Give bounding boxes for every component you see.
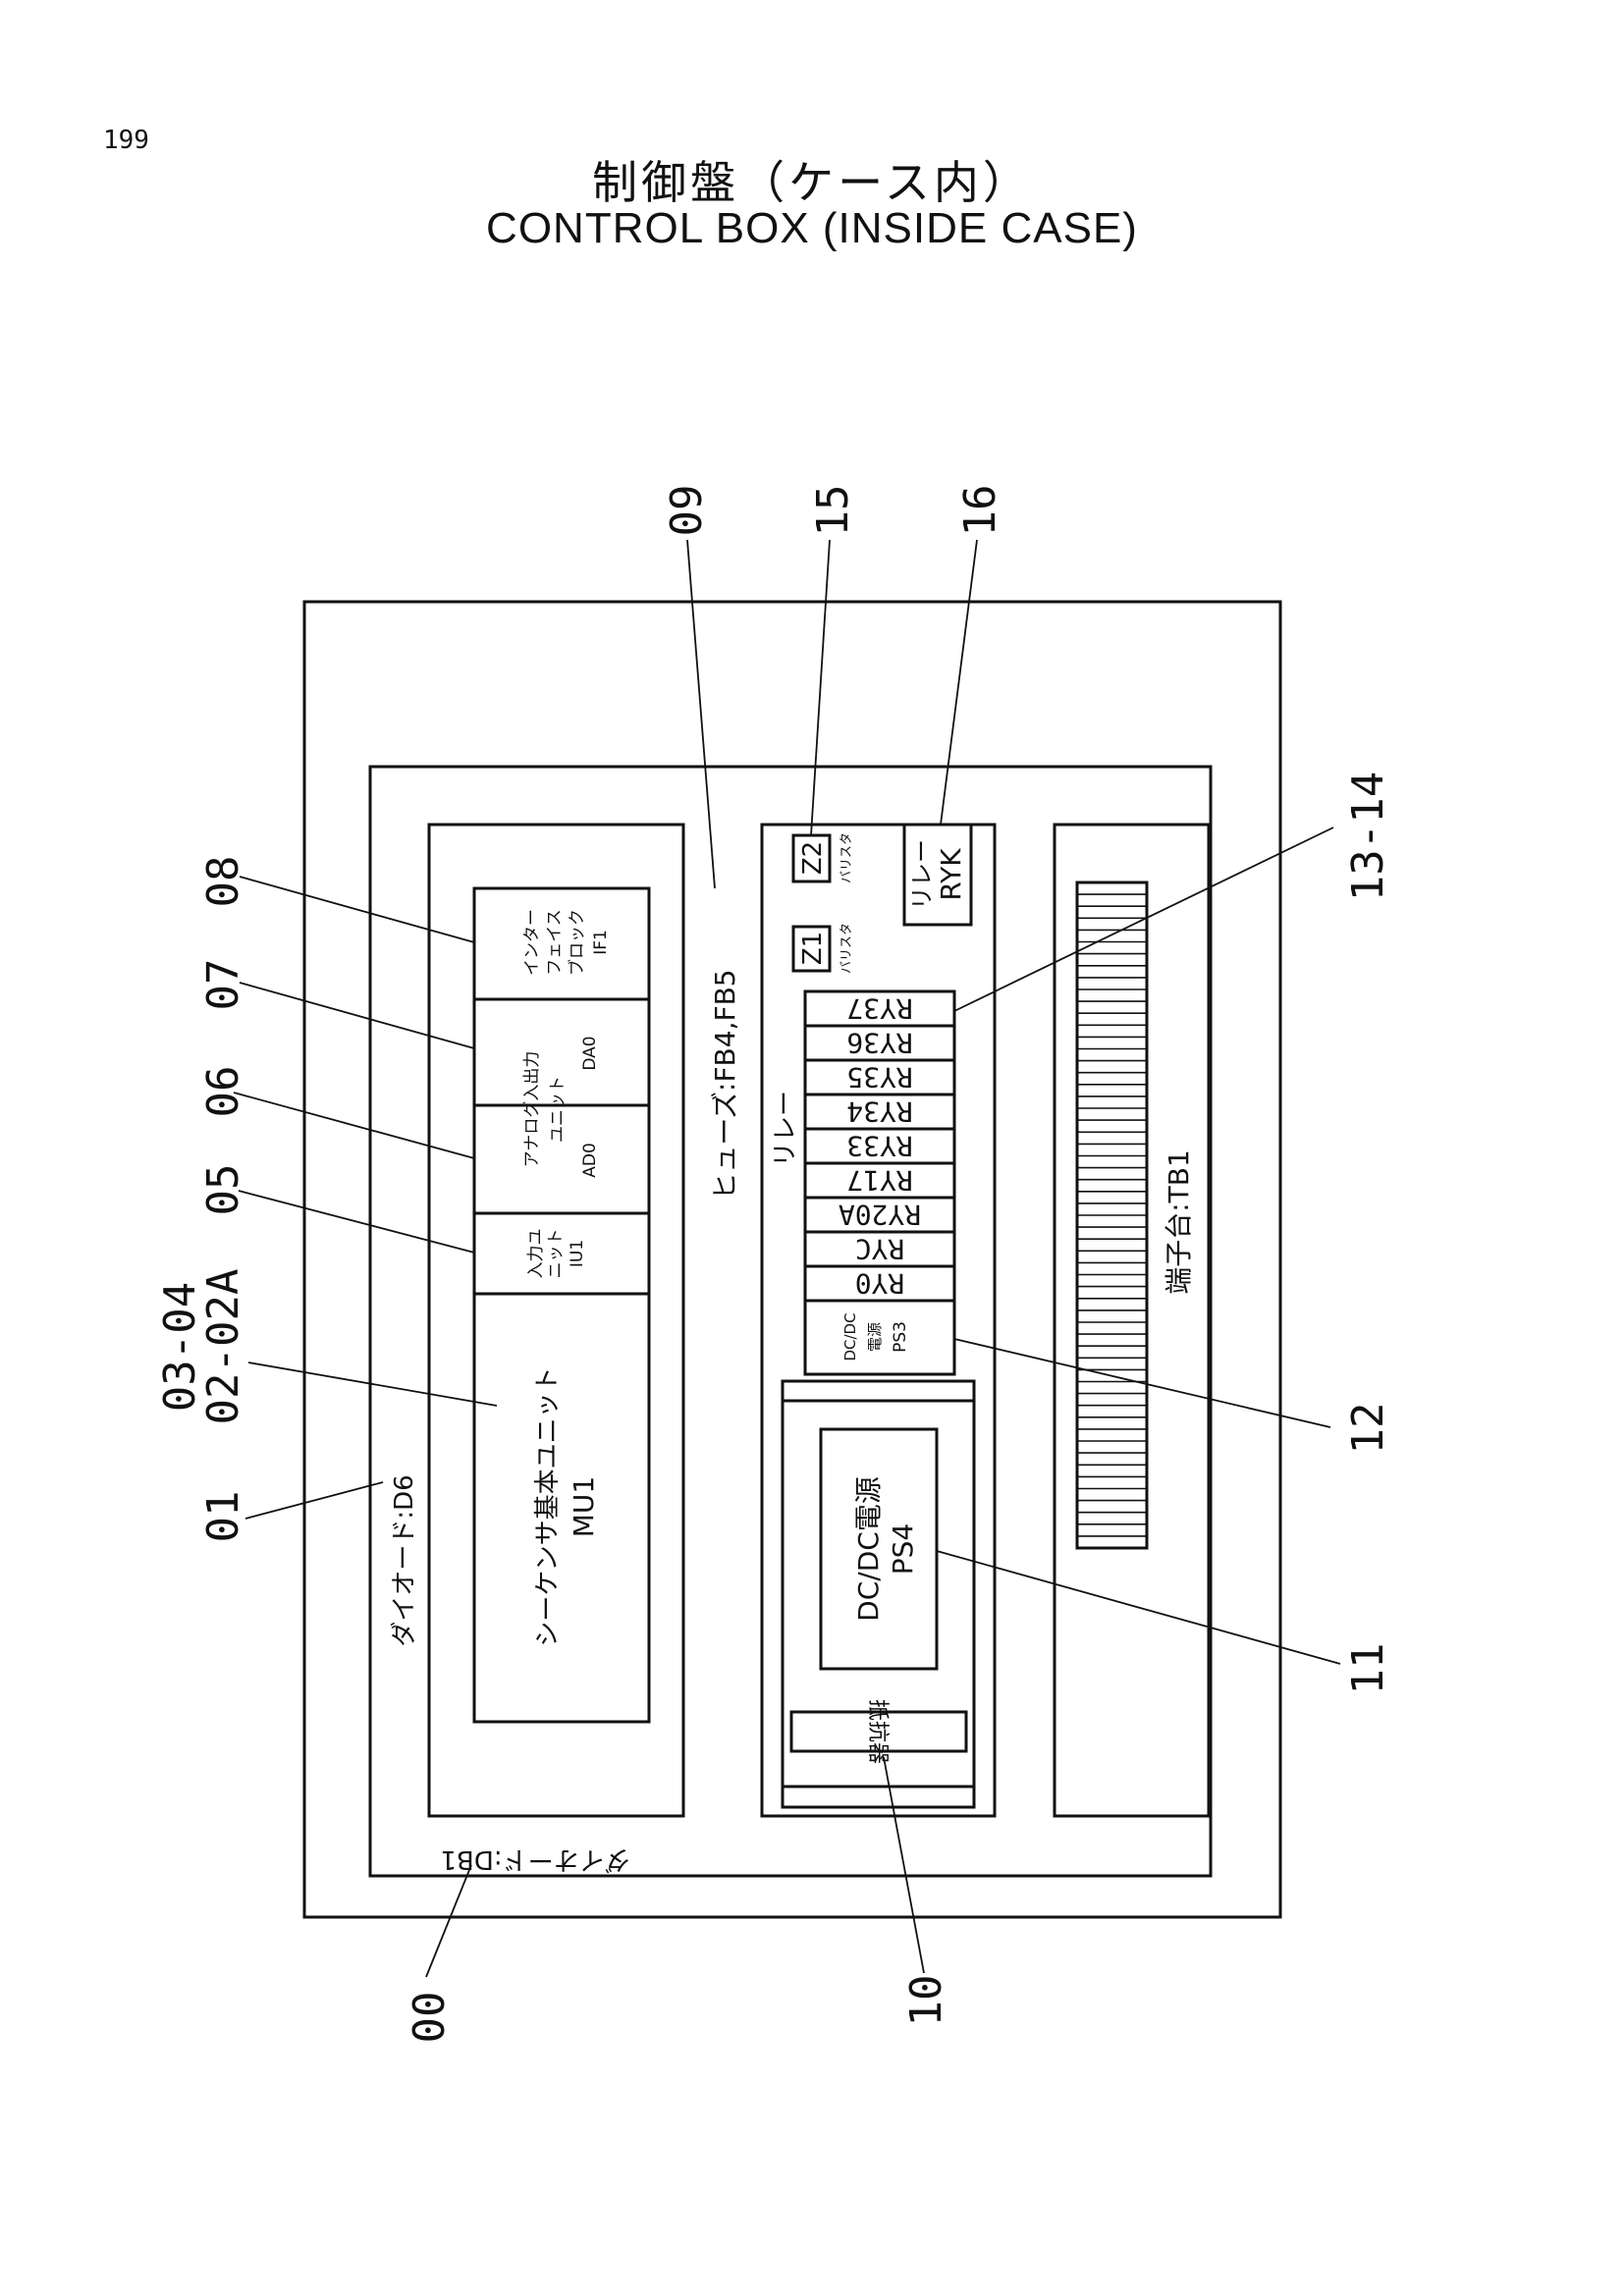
relay-label-ry36: RY36 [846,1027,912,1059]
interface-label-3: ブロック [567,909,587,976]
mounting-panel [368,765,1213,1878]
sequencer-code: MU1 [568,1476,600,1537]
leader-line-02 [247,1362,498,1407]
diode-db1-label: ダイオード:DB1 [440,1844,629,1874]
callout-01: 01 [198,1491,248,1543]
callout-07: 07 [198,959,248,1011]
leader-line-15 [810,539,831,836]
leader-line-1314 [953,827,1334,1012]
interface-label-2: フェイス [545,909,565,976]
title-english: CONTROL BOX (INSIDE CASE) [486,204,1138,252]
diode-d6-label: ダイオード:D6 [390,1474,419,1646]
leader-line-07 [239,982,475,1049]
ps3-label-1: DC/DC [841,1312,859,1361]
ps4-code: PS4 [887,1523,919,1575]
interface-label-1: インター [522,909,542,976]
leader-line-01 [244,1481,384,1520]
relay-label-ry34: RY34 [846,1095,912,1128]
relay-section-label: リレー [771,1091,800,1167]
analog-da-code: DA0 [580,1036,600,1070]
ps4-label: DC/DC電源 [852,1476,885,1622]
varistor-z2-label: Z2 [798,841,828,875]
page-number: 199 [103,126,149,155]
leader-line-00 [425,1864,472,1978]
callout-15: 15 [808,485,858,537]
analog-unit-label-1: アナログ入出力 [522,1051,542,1168]
analog-unit-label-2: ユニット [548,1076,568,1143]
varistor-z1-caption: バリスタ [839,923,854,974]
callout-11: 11 [1343,1643,1393,1695]
sequencer-box [472,1292,651,1724]
leader-line-09 [686,539,716,889]
varistor-z2-caption: バリスタ [839,832,854,883]
relay-label-ry33: RY33 [846,1130,912,1162]
ps4-box [819,1427,939,1671]
callout-13-14: 13-14 [1343,772,1393,901]
resistor-box [789,1710,968,1753]
callout-10: 10 [901,1975,951,2027]
ps3-label-2: 電源 [866,1322,884,1352]
input-unit-label-2: ニット [546,1229,566,1279]
sequencer-label: シーケンサ基本ユニット [533,1366,563,1646]
fuse-label: ヒューズ:FB4,FB5 [709,969,741,1200]
input-unit-code: IU1 [568,1240,587,1267]
leader-line-06 [233,1092,475,1159]
terminal-area [1053,823,1211,1818]
leader-line-11 [936,1550,1341,1665]
varistor-z1-box [791,925,832,973]
callout-05: 05 [198,1164,248,1216]
terminal-label: 端子台:TB1 [1163,1149,1195,1295]
varistor-z1-label: Z1 [798,932,828,965]
callout-16: 16 [955,485,1005,537]
callout-09: 09 [662,485,712,537]
ps3-code: PS3 [891,1321,910,1353]
leader-line-10 [883,1756,925,1974]
input-unit-label-1: 入力ユ [526,1229,546,1279]
title-japanese: 制御盤（ケース内） [592,156,1032,209]
outer-case [302,600,1282,1919]
relay-label-ry37: RY37 [846,992,912,1025]
leader-line-12 [953,1338,1331,1428]
callout-03-04: 03-04 [155,1282,205,1412]
leader-line-05 [238,1190,475,1254]
ryk-relay-jp: リレー [908,839,936,910]
leader-line-08 [239,876,475,943]
relay-label-ryc: RYC [855,1233,905,1265]
callout-08: 08 [198,856,248,908]
left-module-area [427,823,685,1818]
ps4-frame [781,1379,976,1809]
ryk-relay-box [902,823,973,927]
callout-00: 00 [405,1992,455,2044]
leader-line-16 [940,539,978,826]
ryk-relay-code: RYK [935,848,967,901]
callout-12: 12 [1343,1403,1393,1455]
middle-module-area [760,823,997,1818]
relay-stack-box [803,989,956,1376]
analog-ad-code: AD0 [580,1143,600,1178]
callout-06: 06 [198,1066,248,1118]
relay-label-ry0: RY0 [855,1267,905,1300]
relay-label-ry35: RY35 [846,1061,912,1094]
relay-label-ry20a: RY20A [839,1199,921,1231]
relay-label-ry17: RY17 [846,1164,912,1197]
resistor-label: 抵抗器 [865,1699,890,1764]
interface-code: IF1 [591,930,611,955]
callout-02-02a: 02-02A [198,1269,248,1425]
